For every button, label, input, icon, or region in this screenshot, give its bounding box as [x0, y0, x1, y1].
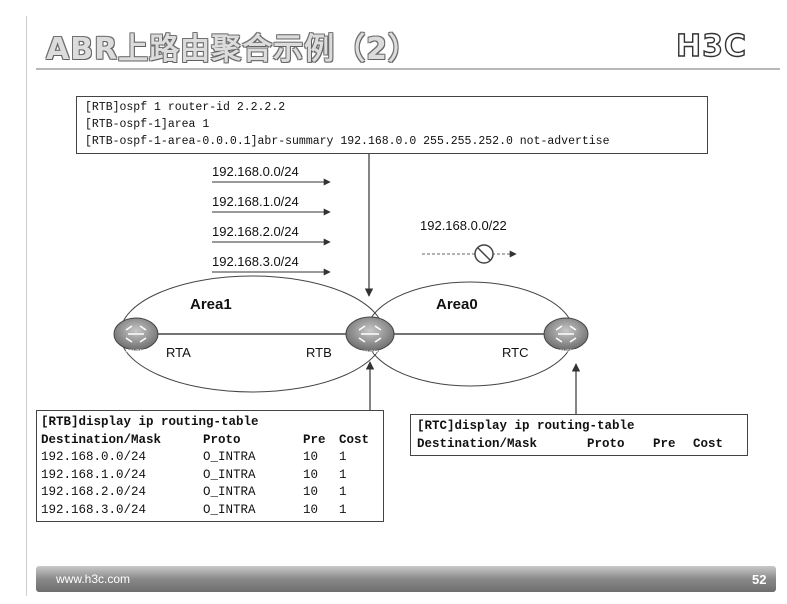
col-cost: Cost [339, 432, 370, 447]
rtb-command: [RTB]display ip routing-table [41, 415, 259, 429]
table-header: Destination/Mask Proto Pre Cost [41, 432, 379, 450]
rtb-label: RTB [306, 345, 332, 360]
rta-label: RTA [166, 345, 191, 360]
cell: 10 [303, 502, 319, 517]
cell: O_INTRA [203, 485, 256, 499]
svg-text:ROUTER: ROUTER [125, 349, 147, 355]
title-divider [36, 68, 780, 70]
slide-frame [26, 16, 779, 596]
blocked-summary-arrow [422, 244, 517, 264]
col-proto: Proto [203, 432, 241, 447]
rtc-command: [RTC]display ip routing-table [417, 419, 635, 433]
col-pre: Pre [303, 432, 326, 447]
table-row: 192.168.3.0/24 O_INTRA 10 1 [41, 502, 379, 520]
cell: 192.168.3.0/24 [41, 502, 147, 517]
area0-label: Area0 [436, 296, 478, 313]
route-arrows [212, 178, 331, 276]
footer-bar [36, 566, 776, 592]
table-row: 192.168.2.0/24 O_INTRA 10 1 [41, 484, 379, 502]
cell: 1 [339, 485, 347, 499]
cell: O_INTRA [203, 467, 256, 482]
cell: 1 [339, 450, 347, 464]
area1-label: Area1 [190, 296, 232, 313]
svg-text:ROUTER: ROUTER [555, 349, 577, 355]
h3c-logo: H3C [675, 28, 747, 64]
route-label: 192.168.2.0/24 [212, 224, 299, 239]
summary-route-label: 192.168.0.0/22 [420, 218, 507, 233]
cell: 10 [303, 485, 319, 499]
footer-url: www.h3c.com [56, 572, 131, 586]
cell: O_INTRA [203, 450, 256, 464]
page-number: 52 [752, 572, 767, 587]
col-destination: Destination/Mask [417, 436, 538, 451]
cell: 192.168.2.0/24 [41, 485, 147, 499]
route-label: 192.168.1.0/24 [212, 194, 299, 209]
cell: 10 [303, 450, 319, 464]
router-rta-icon: ROUTER [113, 317, 159, 355]
config-line: [RTB-ospf-1]area 1 [85, 118, 210, 131]
col-destination: Destination/Mask [41, 432, 162, 447]
col-pre: Pre [653, 436, 676, 451]
cell: 1 [339, 502, 347, 517]
cell: O_INTRA [203, 502, 256, 517]
table-row: 192.168.1.0/24 O_INTRA 10 1 [41, 467, 379, 485]
config-line: [RTB]ospf 1 router-id 2.2.2.2 [85, 101, 286, 114]
cell: 1 [339, 467, 347, 482]
slide-title: ABR上路由聚合示例（2） [46, 32, 420, 67]
cell: 192.168.1.0/24 [41, 467, 147, 482]
col-cost: Cost [693, 436, 724, 451]
router-rtb-icon: ROUTER [345, 316, 395, 356]
rtb-routing-table: [RTB]display ip routing-table Destinatio… [36, 410, 384, 522]
route-label: 192.168.3.0/24 [212, 254, 299, 269]
rtc-label: RTC [502, 345, 529, 360]
cell: 192.168.0.0/24 [41, 450, 147, 464]
cell: 10 [303, 467, 319, 482]
router-rtc-icon: ROUTER [543, 317, 589, 355]
table-header: Destination/Mask Proto Pre Cost [417, 436, 741, 454]
config-line: [RTB-ospf-1-area-0.0.0.1]abr-summary 192… [85, 135, 610, 148]
config-box: [RTB]ospf 1 router-id 2.2.2.2 [RTB-ospf-… [76, 96, 708, 154]
rtc-routing-table: [RTC]display ip routing-table Destinatio… [410, 414, 748, 456]
col-proto: Proto [587, 436, 625, 451]
route-label: 192.168.0.0/24 [212, 164, 299, 179]
table-row: 192.168.0.0/24 O_INTRA 10 1 [41, 449, 379, 467]
svg-text:ROUTER: ROUTER [359, 350, 381, 356]
